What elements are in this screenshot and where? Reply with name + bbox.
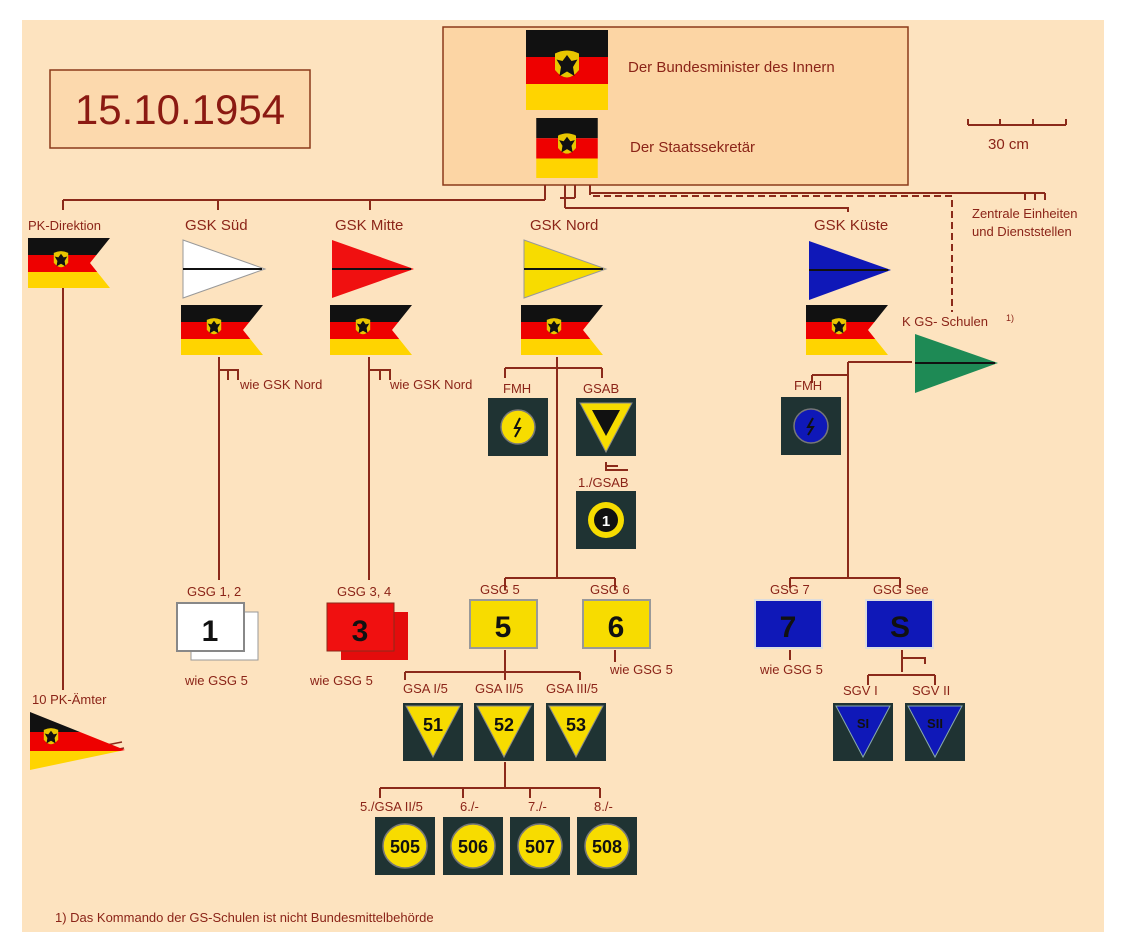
pk-offices-label: 10 PK-Ämter <box>32 692 107 707</box>
pk-direction-label: PK-Direktion <box>28 218 101 233</box>
gsa-3-emblem: 53 <box>546 703 606 761</box>
secretary-label: Der Staatssekretär <box>630 139 755 156</box>
svg-text:5: 5 <box>495 611 512 644</box>
gsk-kueste-pennant-icon <box>809 241 891 300</box>
connector-lines <box>62 185 1046 798</box>
federal-flag-icon <box>526 30 608 110</box>
gsg-1-2-note: wie GSG 5 <box>184 673 248 688</box>
gsk-kueste-label: GSK Küste <box>814 217 888 234</box>
svg-text:SII: SII <box>927 716 943 731</box>
gsg-6-plate: 6 <box>582 599 651 649</box>
gsk-sued-pennant-icon <box>182 239 267 299</box>
gsg-6-label: GSG 6 <box>590 582 630 597</box>
sgv-2-label: SGV II <box>912 683 950 698</box>
k-gs-schulen-pennant-icon <box>915 334 998 393</box>
sgv-2-emblem: SII <box>905 703 965 761</box>
gsa-1-label: GSA I/5 <box>403 681 448 696</box>
sgv-1-emblem: SI <box>833 703 893 761</box>
k-gs-schulen-label: K GS- Schulen <box>902 314 988 329</box>
gsg-5-label: GSG 5 <box>480 582 520 597</box>
gsk-mitte-pennant-icon <box>332 240 414 298</box>
gsk-sued-note: wie GSK Nord <box>239 377 322 392</box>
gsg-3-4-note: wie GSG 5 <box>309 673 373 688</box>
date-text: 15.10.1954 <box>75 86 285 133</box>
hundertschaft-506-label: 6./- <box>460 799 479 814</box>
svg-text:S: S <box>890 611 910 644</box>
scale-bar: 30 cm <box>967 119 1067 153</box>
scale-label: 30 cm <box>988 136 1029 153</box>
hundertschaft-507-label: 7./- <box>528 799 547 814</box>
gsa-2-emblem: 52 <box>474 703 534 761</box>
hundertschaft-506-emblem: 506 <box>443 817 503 875</box>
svg-text:6: 6 <box>608 611 625 644</box>
gsk-mitte-label: GSK Mitte <box>335 217 403 234</box>
gsg-see-plate: S <box>865 599 934 649</box>
footnote-marker: 1) <box>1006 313 1014 323</box>
gsk-nord-label: GSK Nord <box>530 217 598 234</box>
gsg-6-note: wie GSG 5 <box>609 662 673 677</box>
svg-text:508: 508 <box>592 837 622 857</box>
federal-flag-icon <box>536 118 598 178</box>
gsg-1-2-label: GSG 1, 2 <box>187 584 241 599</box>
svg-text:53: 53 <box>566 715 586 735</box>
sgv-1-label: SGV I <box>843 683 878 698</box>
gsab1-emblem: 1 <box>576 491 636 549</box>
svg-text:506: 506 <box>458 837 488 857</box>
svg-text:507: 507 <box>525 837 555 857</box>
gsab-emblem <box>576 398 636 456</box>
gsa-1-emblem: 51 <box>403 703 463 761</box>
date-box: 15.10.1954 <box>49 69 311 149</box>
svg-text:52: 52 <box>494 715 514 735</box>
hundertschaft-505-label: 5./GSA II/5 <box>360 799 423 814</box>
gsa-2-label: GSA II/5 <box>475 681 523 696</box>
svg-text:1: 1 <box>602 513 610 530</box>
gsk-mitte-note: wie GSK Nord <box>389 377 472 392</box>
gsab1-label: 1./GSAB <box>578 475 629 490</box>
fmh-kueste-emblem <box>781 397 841 455</box>
footnote: 1) Das Kommando der GS-Schulen ist nicht… <box>55 910 434 925</box>
hundertschaft-508-emblem: 508 <box>577 817 637 875</box>
svg-text:505: 505 <box>390 837 420 857</box>
gsg-see-label: GSG See <box>873 582 929 597</box>
ministry-box: Der Bundesminister des Innern Der Staats… <box>442 26 909 186</box>
gsa-3-label: GSA III/5 <box>546 681 598 696</box>
svg-text:3: 3 <box>352 615 369 648</box>
gsg-7-plate: 7 <box>754 599 823 649</box>
svg-text:SI: SI <box>857 716 869 731</box>
gsg-3-4-plate: 3 <box>326 602 408 660</box>
gsg-5-plate: 5 <box>469 599 538 649</box>
gsk-sued-label: GSK Süd <box>185 217 248 234</box>
gsg-1-2-plate: 1 <box>176 602 259 661</box>
hundertschaft-505-emblem: 505 <box>375 817 435 875</box>
central-units-label: Zentrale Einheiten <box>972 206 1078 221</box>
svg-text:1: 1 <box>202 615 219 648</box>
svg-text:51: 51 <box>423 715 443 735</box>
svg-text:7: 7 <box>780 611 797 644</box>
gsg-7-note: wie GSG 5 <box>759 662 823 677</box>
minister-label: Der Bundesminister des Innern <box>628 59 835 76</box>
hundertschaft-508-label: 8./- <box>594 799 613 814</box>
lightning-icon <box>806 417 815 436</box>
lightning-icon <box>513 417 522 438</box>
gsg-3-4-label: GSG 3, 4 <box>337 584 391 599</box>
central-units-label-2: und Dienststellen <box>972 224 1072 239</box>
fmh-nord-emblem <box>488 398 548 456</box>
gsab-label: GSAB <box>583 381 619 396</box>
fmh-kueste-label: FMH <box>794 378 822 393</box>
fmh-nord-label: FMH <box>503 381 531 396</box>
gsk-nord-pennant-icon <box>523 239 608 299</box>
hundertschaft-507-emblem: 507 <box>510 817 570 875</box>
gsg-7-label: GSG 7 <box>770 582 810 597</box>
